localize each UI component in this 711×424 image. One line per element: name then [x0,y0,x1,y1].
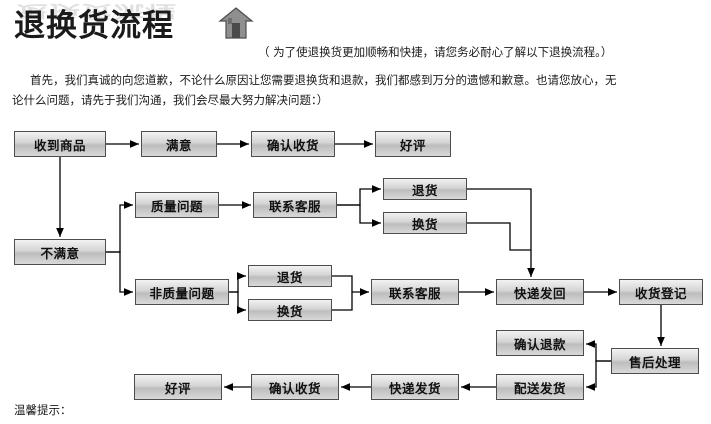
flow-node-n1: 收到商品 [14,131,106,157]
flow-node-n21: 好评 [134,374,222,400]
house-icon [218,7,254,39]
page-title: 退换货流程 [14,8,174,44]
flow-node-n20: 确认收货 [251,374,339,400]
flow-node-n4: 好评 [375,131,451,157]
flow-node-n18: 配送发货 [496,374,584,400]
flow-node-n13: 联系客服 [371,279,459,305]
flow-node-n19: 快递发货 [371,374,459,400]
page-title-wrap: 退换货流程 退换货流程 [14,1,177,52]
intro-paragraph: 首先，我们真诚的向您道歉，不论什么原因让您需要退换货和退款，我们都感到万分的遗憾… [12,70,690,110]
flow-node-n2: 满意 [141,131,217,157]
flow-node-n15: 收货登记 [619,279,703,305]
flow-node-n5: 质量问题 [135,192,219,218]
flow-node-n6: 联系客服 [253,192,337,218]
footer-tip: 温馨提示： [14,403,72,417]
flow-node-n7: 退货 [383,178,467,200]
flow-node-n17: 售后处理 [611,348,699,374]
intro-line-1: 首先，我们真诚的向您道歉，不论什么原因让您需要退换货和退款，我们都感到万分的遗憾… [30,73,617,87]
flow-node-n12: 换货 [248,299,332,321]
flow-node-n16: 确认退款 [496,330,584,356]
flow-node-n3: 确认收货 [251,131,335,157]
flow-node-n14: 快递发回 [496,279,584,305]
flow-node-n10: 非质量问题 [135,279,229,305]
flow-node-n8: 换货 [383,212,467,234]
flow-node-n11: 退货 [248,265,332,287]
header-note: （ 为了使退换货更加顺畅和快捷，请您务必耐心了解以下退换流程。） [258,45,613,59]
intro-line-2: 论什么问题，请先于我们沟通，我们会尽最大努力解决问题：） [12,93,329,107]
flow-node-n9: 不满意 [14,239,106,265]
